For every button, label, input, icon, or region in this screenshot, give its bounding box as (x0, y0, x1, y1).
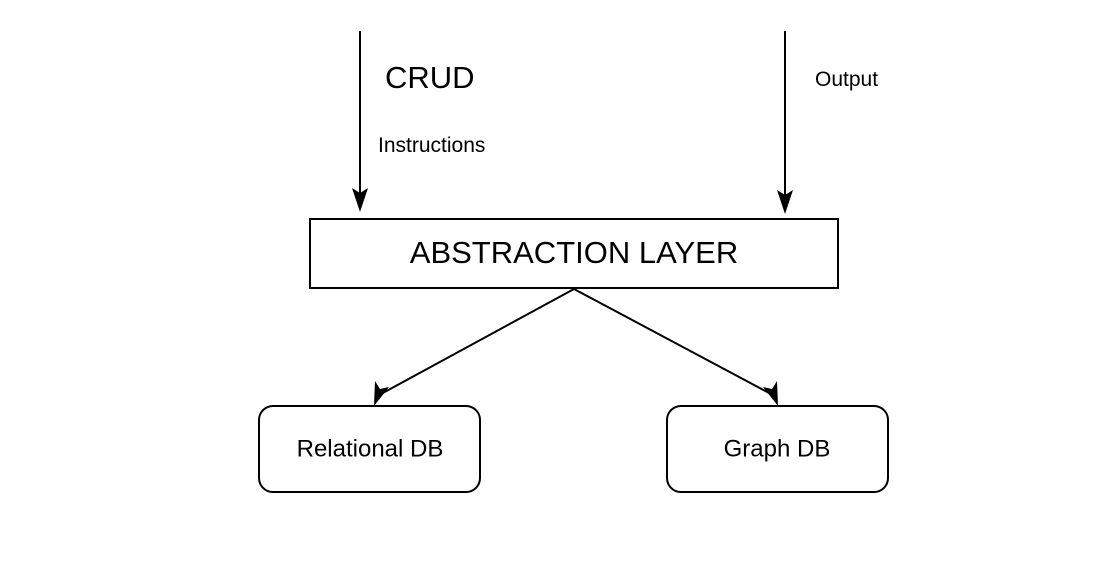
relational-db-label: Relational DB (297, 435, 444, 462)
relational-db-box[interactable] (258, 405, 481, 493)
crud-label: CRUD (385, 60, 475, 95)
abstraction-layer-node[interactable]: ABSTRACTION LAYER (309, 218, 839, 289)
graph-db-label: Graph DB (724, 435, 831, 462)
output-arrow-head (777, 190, 793, 214)
abstraction-to-relational-arrow (374, 288, 575, 406)
instructions-label: Instructions (378, 134, 485, 157)
abstraction-to-relational-arrow-head (374, 381, 389, 406)
abstraction-layer-box[interactable] (309, 218, 839, 289)
graph-db-node[interactable]: Graph DB (666, 405, 889, 493)
output-label: Output (815, 68, 878, 91)
output-arrow (777, 31, 793, 214)
graph-db-box[interactable] (666, 405, 889, 493)
abstraction-to-graph-arrow (573, 288, 778, 406)
abstraction-to-graph-shaft (573, 288, 772, 395)
abstraction-to-relational-shaft (380, 288, 575, 395)
crud-instructions-arrow (352, 31, 368, 212)
relational-db-node[interactable]: Relational DB (258, 405, 481, 493)
abstraction-layer-label: ABSTRACTION LAYER (410, 235, 738, 270)
crud-instructions-arrow-head (352, 188, 368, 212)
abstraction-to-graph-arrow-head (763, 381, 778, 406)
